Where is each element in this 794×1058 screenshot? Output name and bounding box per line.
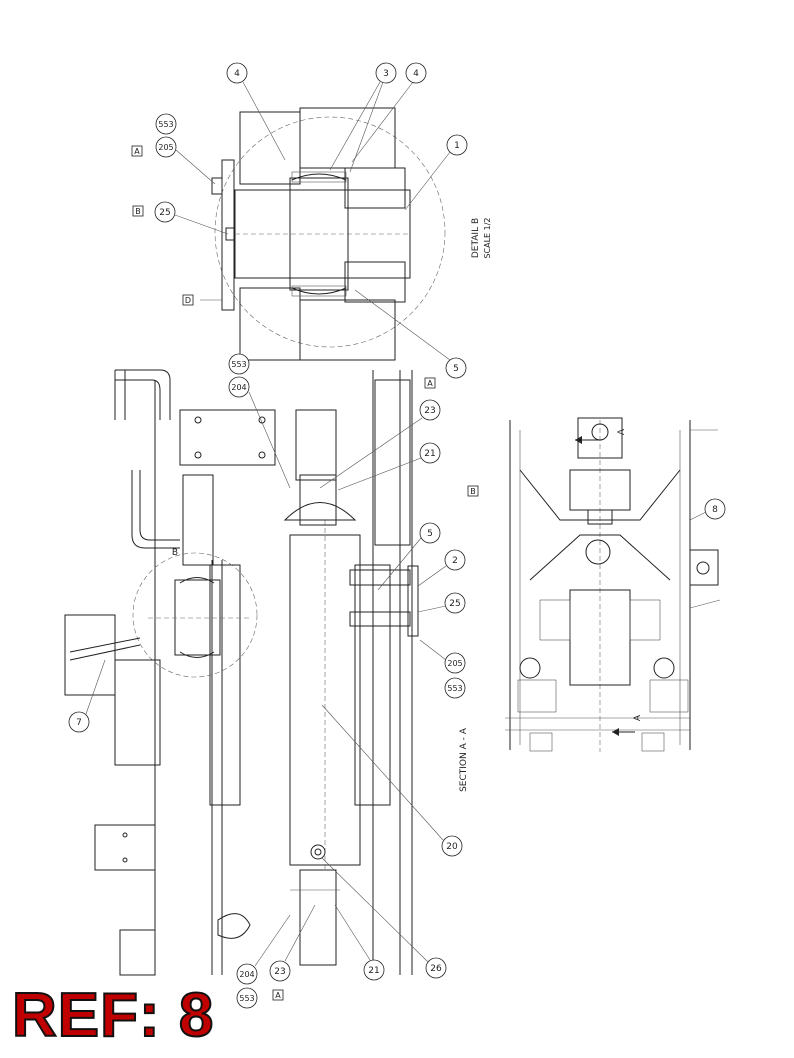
callout-3: 3 — [383, 69, 389, 79]
ref-label: REF: 8 — [11, 981, 215, 1050]
tag-a: A — [275, 991, 281, 1000]
callout-204: 204 — [231, 383, 246, 392]
detail-b-view — [200, 107, 446, 361]
callout-23: 23 — [274, 967, 285, 977]
detail-b-callouts: 4 3 4 1 5 205 553 A 25 B D DETAIL B SCAL… — [131, 62, 492, 379]
callout-21: 21 — [368, 966, 379, 976]
tag-b: B — [135, 207, 141, 216]
callout-553: 553 — [158, 120, 173, 129]
callout-21: 21 — [424, 449, 435, 459]
callout-5: 5 — [427, 529, 433, 539]
plan-section-a: A — [617, 428, 627, 435]
callout-8: 8 — [712, 505, 718, 515]
section-a-a-view — [64, 369, 419, 976]
callout-4: 4 — [413, 69, 419, 79]
section-title: SECTION A - A — [459, 727, 469, 792]
callout-2: 2 — [452, 556, 458, 566]
callout-25: 25 — [449, 599, 460, 609]
callout-553: 553 — [231, 360, 246, 369]
callout-553: 553 — [447, 684, 462, 693]
callout-23: 23 — [424, 406, 435, 416]
tag-d: D — [185, 296, 191, 305]
callout-7: 7 — [76, 718, 82, 728]
tag-a: A — [427, 379, 433, 388]
callout-26: 26 — [430, 964, 442, 974]
callout-553: 553 — [239, 994, 254, 1003]
callout-1: 1 — [454, 141, 460, 151]
callout-4: 4 — [234, 69, 240, 79]
section-callouts: 204 553 A 23 21 B 5 2 25 205 553 SECTION… — [68, 353, 479, 1009]
detail-boundary — [214, 116, 446, 348]
callout-25: 25 — [159, 208, 170, 218]
callout-5: 5 — [453, 364, 459, 374]
detail-title: DETAIL B — [471, 218, 481, 258]
callout-205: 205 — [158, 143, 173, 152]
plan-view: 8 A A — [505, 417, 726, 752]
plan-section-a-lower: A — [633, 714, 643, 721]
callout-204: 204 — [239, 970, 254, 979]
tag-b-section: B — [172, 548, 178, 558]
tag-b: B — [470, 487, 476, 496]
tag-a: A — [134, 147, 140, 156]
detail-scale: SCALE 1/2 — [483, 217, 492, 258]
callout-20: 20 — [446, 842, 458, 852]
callout-205: 205 — [447, 659, 462, 668]
